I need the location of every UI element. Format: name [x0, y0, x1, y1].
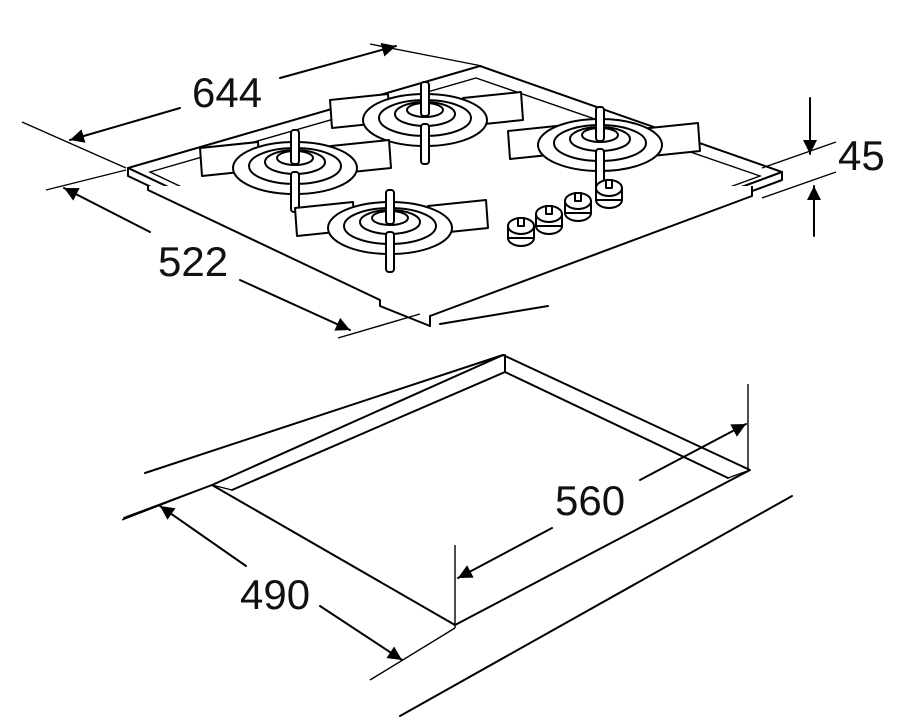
- hob: [127, 65, 783, 327]
- label-cutout-depth: 490: [240, 571, 310, 618]
- dim-hob-height: 45: [761, 97, 885, 237]
- label-hob-width: 644: [192, 69, 262, 116]
- dim-cutout-width: 560: [454, 384, 749, 628]
- label-cutout-width: 560: [555, 477, 625, 524]
- countertop-cutout: [123, 354, 793, 717]
- dim-hob-depth: 522: [45, 169, 421, 339]
- label-hob-height: 45: [838, 132, 885, 179]
- label-hob-depth: 522: [158, 238, 228, 285]
- dim-hob-width: 644: [21, 42, 483, 169]
- dim-cutout-depth: 490: [121, 484, 456, 681]
